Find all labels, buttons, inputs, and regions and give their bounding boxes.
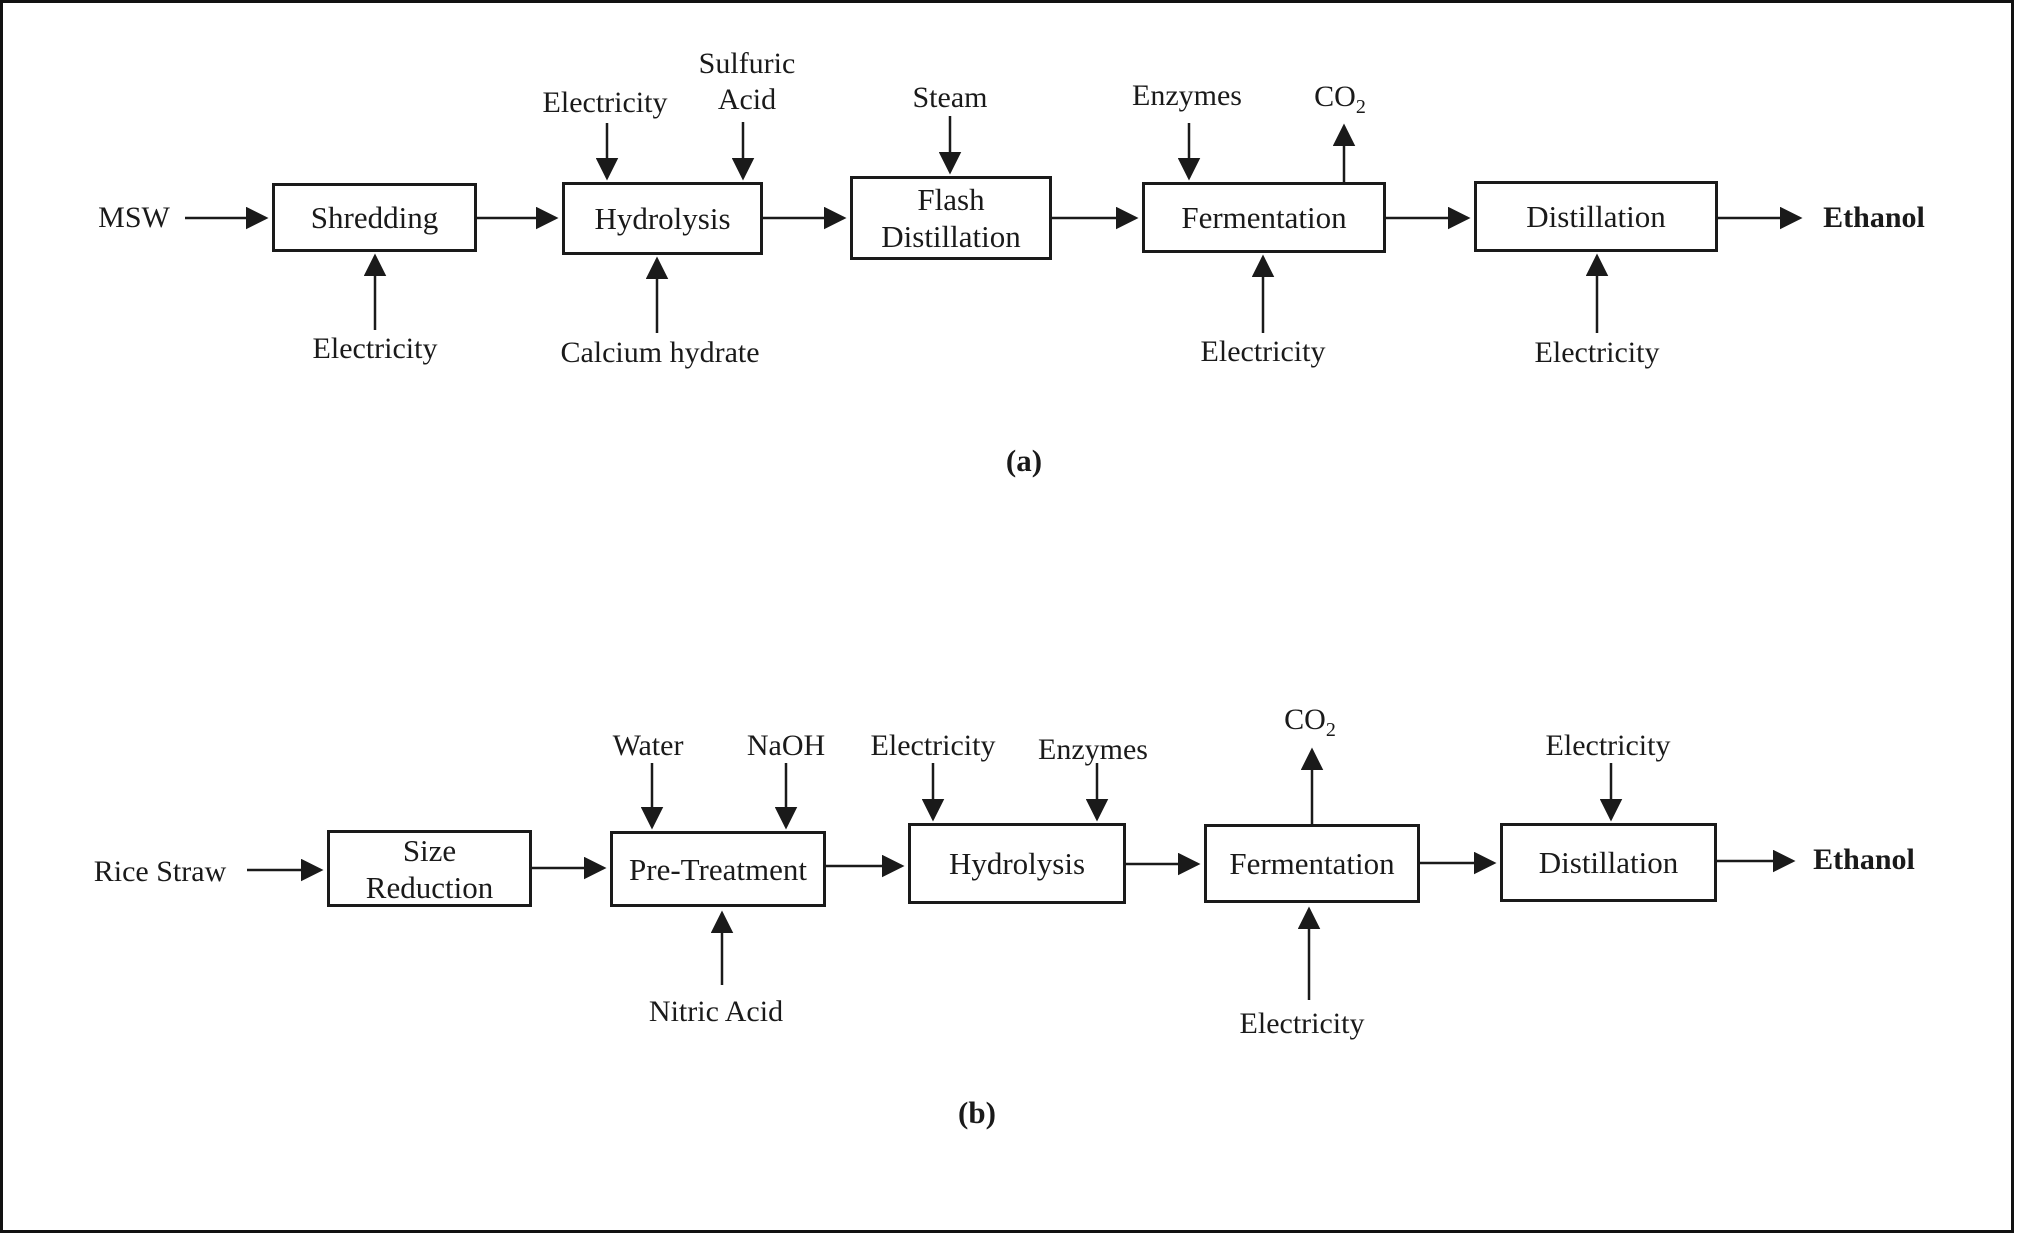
process-box-label: Flash Distillation	[881, 182, 1021, 254]
input-label-water-b: Water	[612, 729, 684, 762]
input-label-naoh-b: NaOH	[746, 729, 826, 762]
input-label-sulfuric-acid-a: Sulfuric Acid	[698, 47, 796, 116]
caption-b: (b)	[958, 1095, 996, 1130]
process-box-distillation-b: Distillation	[1500, 823, 1717, 902]
product-label-ethanol-a: Ethanol	[1823, 201, 1925, 234]
output-label-co2-a: CO2	[1314, 79, 1366, 118]
process-box-distillation-a: Distillation	[1474, 181, 1718, 252]
process-box-label: Fermentation	[1229, 846, 1395, 881]
input-label-enzymes-a: Enzymes	[1132, 79, 1242, 112]
input-label-nitric-acid-b: Nitric Acid	[648, 995, 784, 1028]
co2-base: CO	[1314, 80, 1356, 113]
input-label-electricity-hydrolysis-b: Electricity	[870, 729, 996, 762]
input-label-enzymes-b: Enzymes	[1038, 733, 1148, 766]
process-box-label: Shredding	[310, 200, 439, 235]
co2-subscript: 2	[1325, 719, 1336, 741]
process-box-label: Fermentation	[1181, 200, 1347, 235]
product-label-ethanol-b: Ethanol	[1813, 843, 1915, 876]
process-box-label: Distillation	[1538, 845, 1679, 880]
output-label-co2-b: CO2	[1284, 702, 1336, 741]
process-box-hydrolysis-b: Hydrolysis	[908, 823, 1126, 904]
process-box-shredding-a: Shredding	[272, 183, 477, 252]
co2-base: CO	[1284, 703, 1326, 736]
input-label-electricity-hydrolysis-a: Electricity	[542, 86, 668, 119]
input-label-steam-a: Steam	[912, 81, 988, 114]
co2-subscript: 2	[1355, 96, 1366, 118]
process-box-size-reduction-b: Size Reduction	[327, 830, 532, 907]
process-box-fermentation-b: Fermentation	[1204, 824, 1420, 903]
feedstock-label-rice-straw: Rice Straw	[93, 855, 227, 888]
input-label-electricity-distillation-a: Electricity	[1534, 336, 1660, 369]
process-box-hydrolysis-a: Hydrolysis	[562, 182, 763, 255]
process-box-label: Hydrolysis	[948, 846, 1086, 881]
input-label-electricity-fermentation-a: Electricity	[1200, 335, 1326, 368]
process-box-label: Distillation	[1526, 199, 1666, 234]
input-label-electricity-fermentation-b: Electricity	[1239, 1007, 1365, 1040]
input-label-electricity-shredding-a: Electricity	[312, 332, 438, 365]
process-box-label: Size Reduction	[365, 832, 494, 905]
process-box-pre-treatment-b: Pre-Treatment	[610, 831, 826, 907]
caption-a: (a)	[1005, 443, 1043, 478]
process-box-label: Hydrolysis	[594, 201, 731, 236]
process-box-flash-distillation-a: Flash Distillation	[850, 176, 1052, 260]
feedstock-label-msw: MSW	[98, 201, 170, 234]
process-box-fermentation-a: Fermentation	[1142, 182, 1386, 253]
input-label-electricity-distillation-b: Electricity	[1545, 729, 1671, 762]
input-label-calcium-hydrate-a: Calcium hydrate	[560, 336, 760, 369]
process-box-label: Pre-Treatment	[629, 851, 807, 887]
